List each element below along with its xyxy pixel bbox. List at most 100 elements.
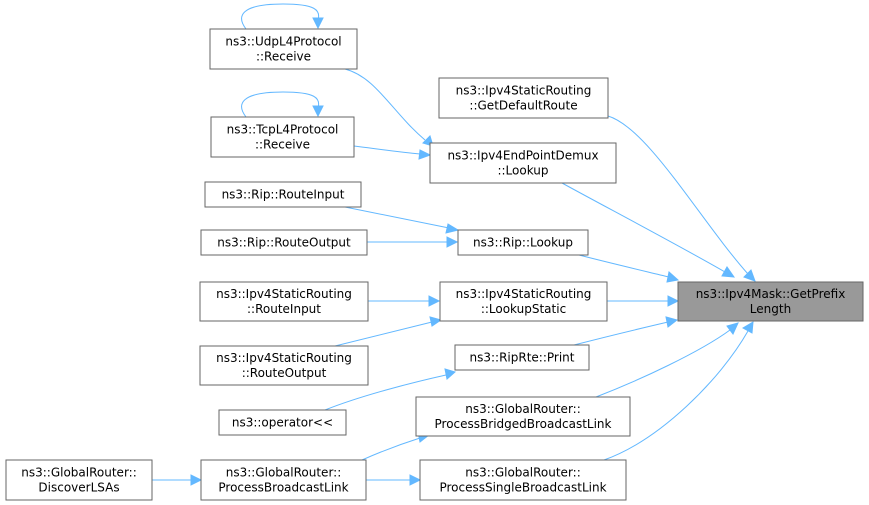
node-label-line: ns3::Ipv4EndPointDemux — [447, 149, 598, 163]
edge-gr_single-to-target — [603, 321, 754, 461]
node-label-line: ns3::Ipv4Mask::GetPrefix — [696, 287, 846, 301]
node-riprte-print[interactable]: ns3::RipRte::Print — [454, 344, 590, 371]
edge-udp_receive-to-demux_lookup — [344, 68, 434, 147]
node-label-line: ::Receive — [255, 138, 310, 152]
edge-gr_broadcast-to-gr_single — [366, 474, 422, 486]
node-static-routeoutput[interactable]: ns3::Ipv4StaticRouting::RouteOutput — [199, 345, 369, 386]
edge-arrowhead — [726, 322, 739, 335]
edge-line — [603, 330, 749, 461]
node-box — [419, 459, 627, 501]
node-box — [415, 396, 631, 437]
edge-line — [361, 437, 421, 461]
edge-arrowhead — [444, 368, 457, 380]
node-box — [218, 409, 347, 436]
edge-line — [241, 91, 320, 118]
edge-line — [241, 3, 320, 30]
node-label-line: ns3::GlobalRouter:: — [465, 466, 581, 480]
node-label-line: ns3::GlobalRouter:: — [465, 402, 581, 416]
edge-rip_lookup-to-target — [578, 254, 680, 283]
node-rip-lookup[interactable]: ns3::Rip::Lookup — [457, 229, 589, 256]
edge-gr_discover-to-gr_broadcast — [152, 474, 203, 486]
node-label-line: ns3::Rip::Lookup — [473, 236, 573, 250]
edge-arrowhead — [667, 295, 680, 307]
edge-arrowhead — [428, 295, 441, 307]
edge-arrowhead — [312, 105, 324, 118]
node-static-default[interactable]: ns3::Ipv4StaticRouting::GetDefaultRoute — [438, 77, 609, 119]
edge-arrowhead — [721, 266, 736, 278]
edge-tcp_receive-to-demux_lookup — [353, 145, 432, 160]
edge-arrowhead — [666, 271, 680, 283]
edge-operator_out-to-riprte_print — [324, 368, 457, 411]
edge-line — [561, 182, 726, 273]
node-box — [210, 116, 355, 158]
node-label-line: ProcessBroadcastLink — [218, 481, 348, 495]
edge-gr_bridged-to-target — [595, 322, 739, 398]
node-box — [677, 281, 864, 322]
node-label-line: ns3::TcpL4Protocol — [227, 123, 339, 137]
node-label-line: ns3::Rip::RouteInput — [222, 188, 345, 202]
node-gr-broadcast[interactable]: ns3::GlobalRouter::ProcessBroadcastLink — [200, 459, 367, 501]
node-label-line: Length — [750, 302, 791, 316]
node-rip-routeoutput[interactable]: ns3::Rip::RouteOutput — [200, 229, 368, 256]
node-operator-out[interactable]: ns3::operator<< — [218, 409, 347, 436]
node-label-line: DiscoverLSAs — [38, 481, 119, 495]
node-label-line: ns3::Ipv4StaticRouting — [456, 84, 592, 98]
node-gr-discover[interactable]: ns3::GlobalRouter::DiscoverLSAs — [5, 459, 153, 501]
edge-arrowhead — [429, 316, 443, 327]
node-gr-single[interactable]: ns3::GlobalRouter::ProcessSingleBroadcas… — [419, 459, 627, 501]
edge-demux_lookup-to-target — [561, 182, 736, 278]
node-static-routeinput[interactable]: ns3::Ipv4StaticRouting::RouteInput — [199, 281, 369, 322]
edge-line — [578, 254, 670, 278]
node-label-line: ::Lookup — [497, 164, 548, 178]
edge-arrowhead — [665, 316, 679, 328]
edge-line — [324, 374, 447, 411]
node-label-line: ProcessSingleBroadcastLink — [439, 481, 606, 495]
node-label-line: ns3::RipRte::Print — [470, 351, 575, 365]
edges-layer — [152, 3, 756, 486]
node-label-line: ns3::operator<< — [232, 416, 333, 430]
edge-arrowhead — [445, 223, 460, 234]
node-box — [200, 229, 368, 256]
edge-arrowhead — [409, 474, 422, 486]
node-box — [457, 229, 589, 256]
node-demux-lookup[interactable]: ns3::Ipv4EndPointDemux::Lookup — [429, 142, 617, 184]
node-label-line: ns3::Ipv4StaticRouting — [456, 287, 592, 301]
node-static-lookup[interactable]: ns3::Ipv4StaticRouting::LookupStatic — [439, 281, 608, 322]
node-label-line: ::GetDefaultRoute — [469, 99, 577, 113]
node-label-line: ns3::Rip::RouteOutput — [217, 236, 351, 250]
node-box — [209, 28, 358, 70]
node-box — [204, 181, 362, 208]
edge-arrowhead — [190, 474, 203, 486]
edge-rip_routeoutput-to-rip_lookup — [366, 236, 459, 248]
node-label-line: ::LookupStatic — [481, 302, 566, 316]
edge-arrowhead — [446, 236, 459, 248]
node-label-line: ns3::UdpL4Protocol — [225, 35, 341, 49]
node-box — [439, 281, 608, 322]
node-label-line: ns3::GlobalRouter:: — [21, 466, 137, 480]
node-label-line: ::RouteInput — [247, 302, 321, 316]
edge-line — [344, 206, 450, 229]
edge-rip_routeinput-to-rip_lookup — [344, 206, 460, 234]
node-box — [438, 77, 609, 119]
edge-arrowhead — [743, 269, 756, 282]
node-label-line: ::RouteOutput — [242, 366, 327, 380]
edge-arrowhead — [742, 321, 754, 334]
edge-line — [334, 321, 433, 347]
node-box — [199, 345, 369, 386]
edge-line — [573, 321, 669, 346]
edge-arrowhead — [312, 17, 324, 30]
edge-line — [595, 329, 731, 398]
edge-line — [353, 145, 421, 155]
node-tcp-receive[interactable]: ns3::TcpL4Protocol::Receive — [210, 116, 355, 158]
node-box — [429, 142, 617, 184]
edge-static_routeinput-to-static_lookup — [367, 295, 441, 307]
node-rip-routeinput[interactable]: ns3::Rip::RouteInput — [204, 181, 362, 208]
edge-tcp_receive-to-tcp_receive — [241, 91, 324, 118]
node-gr-bridged[interactable]: ns3::GlobalRouter::ProcessBridgedBroadca… — [415, 396, 631, 437]
node-label-line: ns3::GlobalRouter:: — [226, 466, 342, 480]
edge-static_default-to-target — [607, 115, 756, 282]
node-udp-receive[interactable]: ns3::UdpL4Protocol::Receive — [209, 28, 358, 70]
node-label-line: ProcessBridgedBroadcastLink — [435, 417, 612, 431]
